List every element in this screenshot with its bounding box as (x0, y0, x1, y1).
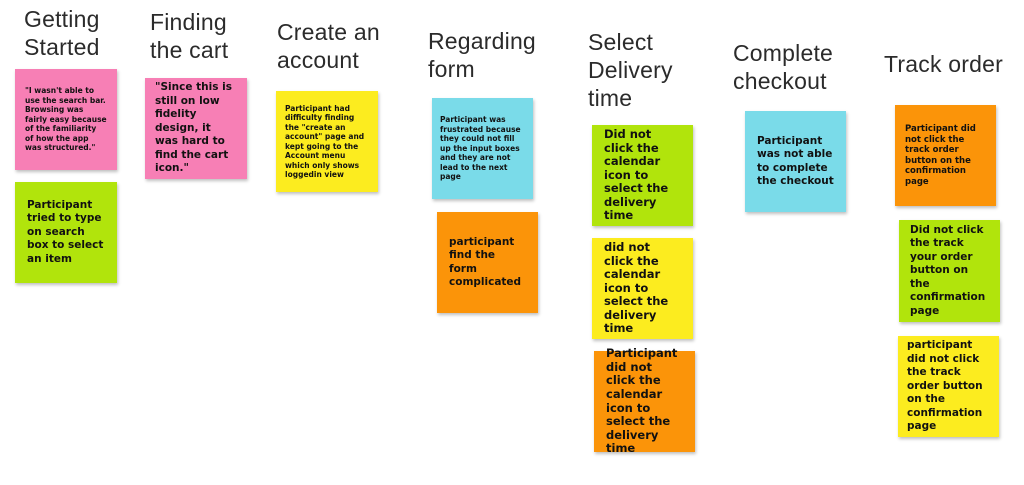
sticky-note-text: Participant did not click the track orde… (905, 124, 976, 187)
sticky-note[interactable]: Participant had difficulty finding the "… (276, 91, 378, 192)
sticky-note-text: "Since this is still on low fidelity des… (155, 81, 232, 175)
sticky-note-text: did not click the calendar icon to selec… (604, 239, 669, 336)
sticky-note[interactable]: Participant did not click the track orde… (895, 105, 996, 206)
sticky-note-text: participant find the form complicated (449, 235, 522, 289)
sticky-note[interactable]: Participant was not able to complete the… (745, 111, 846, 212)
sticky-note[interactable]: Participant was frustrated because they … (432, 98, 533, 199)
sticky-note[interactable]: Participant did not click the calendar i… (594, 346, 695, 455)
column-heading-track-order: Track order (884, 51, 1003, 77)
sticky-note[interactable]: participant find the form complicated (437, 212, 538, 313)
sticky-note-text: Did not click the calendar icon to selec… (604, 126, 669, 223)
sticky-note-text: Participant tried to type on search box … (27, 198, 104, 265)
sticky-note[interactable]: did not click the calendar icon to selec… (592, 238, 693, 339)
sticky-note[interactable]: "I wasn't able to use the search bar. Br… (15, 69, 117, 170)
sticky-note-text: Participant did not click the calendar i… (606, 346, 678, 456)
sticky-note-text: Participant had difficulty finding the "… (285, 103, 365, 180)
sticky-note-text: participant did not click the track orde… (907, 339, 983, 433)
sticky-note-text: Participant was frustrated because they … (440, 115, 521, 182)
sticky-note-text: Did not click the track your order butto… (910, 223, 986, 317)
sticky-note-text: Participant was not able to complete the… (757, 134, 834, 188)
sticky-note-text: "I wasn't able to use the search bar. Br… (25, 86, 107, 153)
sticky-note[interactable]: Did not click the track your order butto… (899, 220, 1000, 322)
sticky-note[interactable]: Did not click the calendar icon to selec… (592, 125, 693, 226)
sticky-note[interactable]: Participant tried to type on search box … (15, 182, 117, 283)
sticky-note[interactable]: "Since this is still on low fidelity des… (145, 78, 247, 179)
sticky-note[interactable]: participant did not click the track orde… (898, 336, 999, 437)
